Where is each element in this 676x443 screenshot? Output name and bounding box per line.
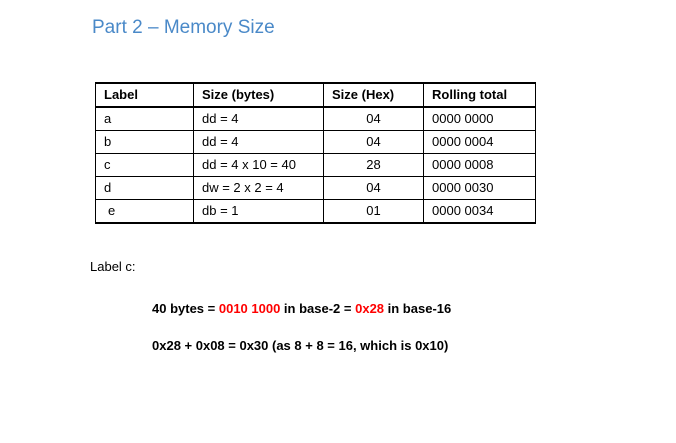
cell-label: a bbox=[95, 106, 194, 131]
conversion-text-middle: in base-2 = bbox=[280, 301, 356, 316]
cell-size-hex: 01 bbox=[323, 199, 424, 224]
column-header-rolling-total: Rolling total bbox=[423, 82, 536, 108]
conversion-line: 40 bytes = 0010 1000 in base-2 = 0x28 in… bbox=[152, 300, 451, 318]
addition-line: 0x28 + 0x08 = 0x30 (as 8 + 8 = 16, which… bbox=[152, 338, 449, 353]
cell-size-hex: 28 bbox=[323, 153, 424, 177]
cell-label: c bbox=[95, 153, 194, 177]
table-row: b dd = 4 04 0000 0004 bbox=[95, 130, 536, 154]
table-row: c dd = 4 x 10 = 40 28 0000 0008 bbox=[95, 153, 536, 177]
conversion-text-prefix: 40 bytes = bbox=[152, 301, 219, 316]
cell-label: d bbox=[95, 176, 194, 200]
cell-rolling-total: 0000 0000 bbox=[423, 106, 536, 131]
column-header-size-bytes: Size (bytes) bbox=[193, 82, 324, 108]
cell-size-hex: 04 bbox=[323, 176, 424, 200]
conversion-text-suffix: in base-16 bbox=[384, 301, 452, 316]
cell-size-bytes: db = 1 bbox=[193, 199, 324, 224]
cell-rolling-total: 0000 0004 bbox=[423, 130, 536, 154]
cell-label: b bbox=[95, 130, 194, 154]
table-header-row: Label Size (bytes) Size (Hex) Rolling to… bbox=[95, 82, 536, 108]
conversion-binary-value: 0010 1000 bbox=[218, 301, 281, 316]
table-row: a dd = 4 04 0000 0000 bbox=[95, 106, 536, 131]
cell-label: e bbox=[95, 199, 194, 224]
cell-size-bytes: dd = 4 x 10 = 40 bbox=[193, 153, 324, 177]
conversion-hex-value: 0x28 bbox=[355, 301, 385, 316]
cell-size-bytes: dd = 4 bbox=[193, 130, 324, 154]
column-header-label: Label bbox=[95, 82, 194, 108]
column-header-size-hex: Size (Hex) bbox=[323, 82, 424, 108]
cell-size-bytes: dd = 4 bbox=[193, 106, 324, 131]
cell-rolling-total: 0000 0008 bbox=[423, 153, 536, 177]
cell-size-hex: 04 bbox=[323, 130, 424, 154]
cell-rolling-total: 0000 0034 bbox=[423, 199, 536, 224]
memory-size-table: Label Size (bytes) Size (Hex) Rolling to… bbox=[95, 82, 536, 224]
cell-size-bytes: dw = 2 x 2 = 4 bbox=[193, 176, 324, 200]
page-title: Part 2 – Memory Size bbox=[92, 17, 275, 38]
cell-size-hex: 04 bbox=[323, 106, 424, 131]
table-row: e db = 1 01 0000 0034 bbox=[95, 199, 536, 224]
table-row: d dw = 2 x 2 = 4 04 0000 0030 bbox=[95, 176, 536, 200]
label-c-heading: Label c: bbox=[90, 259, 136, 274]
cell-rolling-total: 0000 0030 bbox=[423, 176, 536, 200]
